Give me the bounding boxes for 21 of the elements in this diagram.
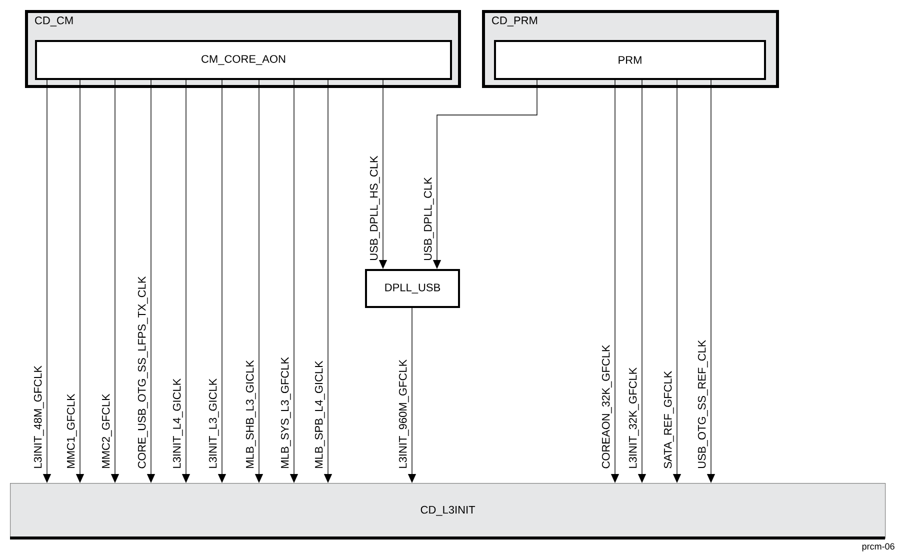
signal-label: USB_DPLL_HS_CLK (370, 156, 380, 260)
signal-label: L3INIT_32K_GFCLK (628, 367, 639, 468)
signal-label: CORE_USB_OTG_SS_LFPS_TX_CLK (138, 276, 148, 468)
signal-label: L3INIT_L4_GICLK (172, 378, 183, 468)
module-box: PRM (494, 40, 766, 80)
signal-label: COREAON_32K_GFCLK (602, 344, 612, 468)
signal-label: MMC1_GFCLK (66, 394, 77, 468)
signal-label: L3INIT_48M_GFCLK (34, 366, 44, 468)
signal-label: L3INIT_960M_GFCLK (398, 360, 409, 468)
signal-label: MLB_SYS_L3_GFCLK (280, 357, 291, 468)
figure-id: prcm-06 (862, 543, 894, 552)
signal-label: USB_DPLL_CLK (424, 177, 434, 260)
module-box: CM_CORE_AON (35, 40, 452, 80)
domain-band: CD_L3INIT (10, 483, 886, 540)
dpll-box: DPLL_USB (365, 269, 460, 308)
signal-label: L3INIT_L3_GICLK (208, 378, 219, 468)
signal-label: USB_OTG_SS_REF_CLK (698, 340, 708, 468)
signal-label: SATA_REF_GFCLK (664, 370, 674, 468)
signal-label: MMC2_GFCLK (102, 394, 112, 468)
signal-label: MLB_SPB_L4_GICLK (314, 360, 325, 468)
signal-label: MLB_SHB_L3_GICLK (246, 360, 256, 468)
